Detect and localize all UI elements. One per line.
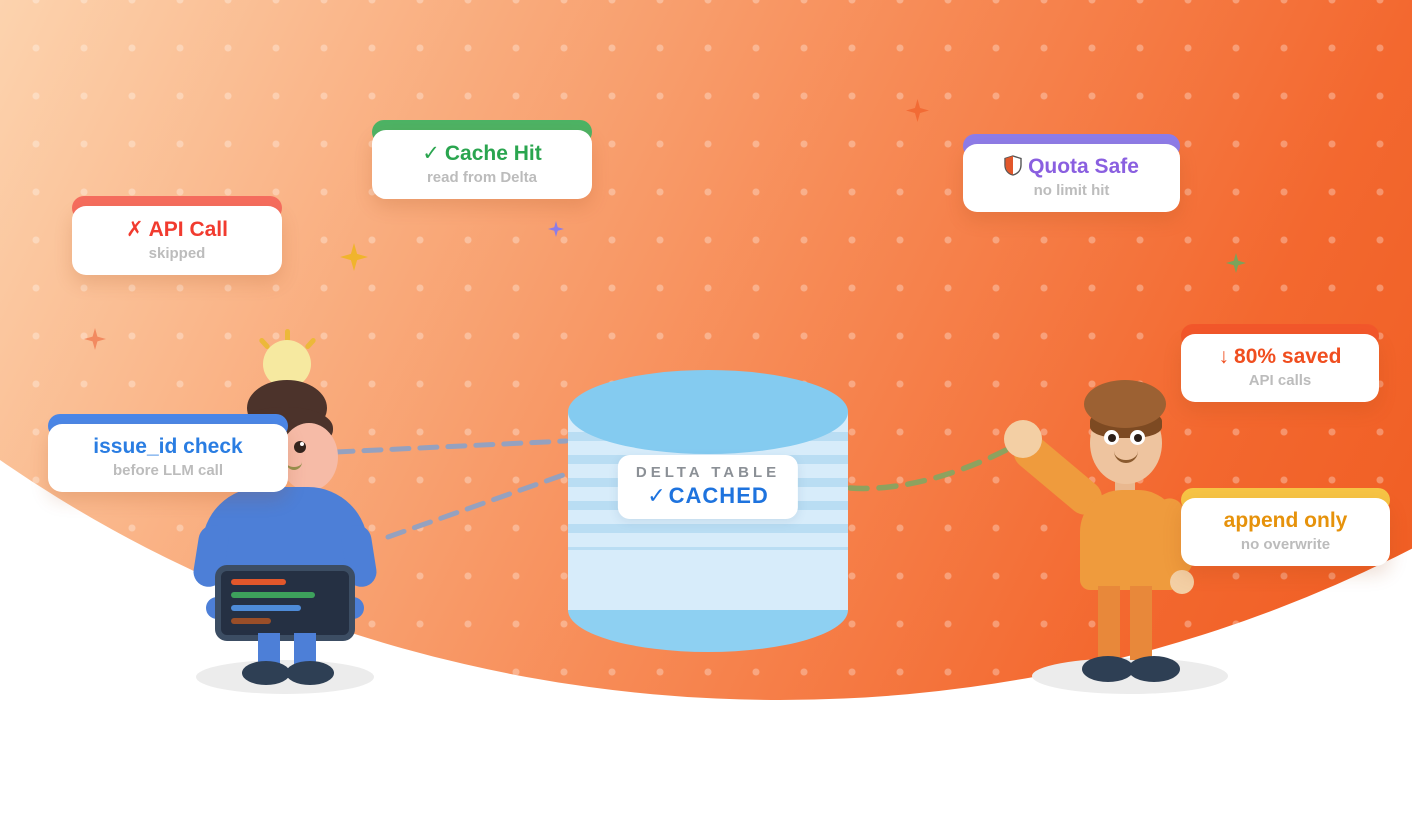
lightbulb-ray-icon [285, 329, 290, 342]
hand [1170, 570, 1194, 594]
card-subtitle: skipped [148, 245, 206, 262]
card-title: Quota Safe [969, 155, 1174, 179]
cached-text: CACHED [668, 483, 769, 508]
shield-icon [1004, 155, 1022, 176]
delta-table-label: DELTA TABLE ✓CACHED [617, 455, 799, 519]
leg [258, 633, 280, 667]
check-icon: ✓ [647, 483, 667, 508]
cylinder-top [568, 370, 848, 454]
lightbulb-ray-icon [304, 336, 317, 351]
shoe [1128, 656, 1180, 682]
eye [294, 441, 306, 453]
card-issue-id-check: issue_id check before LLM call [48, 414, 288, 492]
leg [1130, 586, 1152, 660]
card-title: ✓Cache Hit [422, 142, 542, 165]
waving-character [998, 378, 1228, 690]
down-arrow-icon: ↓ [1218, 345, 1230, 368]
shoe [1082, 656, 1134, 682]
delta-table-database: DELTA TABLE ✓CACHED [568, 370, 848, 655]
beret-hat [1084, 380, 1166, 428]
card-subtitle: read from Delta [426, 169, 538, 186]
smile [1114, 446, 1138, 463]
delta-table-title: DELTA TABLE [635, 464, 781, 481]
card-api-call: ✗API Call skipped [72, 196, 282, 275]
card-subtitle: before LLM call [112, 462, 224, 479]
laptop-icon [215, 565, 355, 641]
card-subtitle: API calls [1248, 372, 1312, 389]
code-line [231, 592, 315, 598]
card-cache-hit: ✓Cache Hit read from Delta [372, 120, 592, 199]
leg [294, 633, 316, 667]
shoe [286, 661, 334, 685]
card-append-only: append only no overwrite [1181, 488, 1390, 566]
leg [1098, 586, 1120, 660]
eye [1104, 430, 1119, 445]
code-line [231, 579, 286, 585]
card-quota-safe: Quota Safe no limit hit [963, 134, 1180, 212]
card-title: ✗API Call [126, 218, 228, 241]
card-subtitle: no limit hit [1033, 182, 1110, 199]
card-title: append only [1223, 509, 1348, 532]
code-line [231, 605, 301, 611]
eye [1130, 430, 1145, 445]
shoe [242, 661, 290, 685]
cross-icon: ✗ [126, 218, 144, 241]
developer-character [190, 329, 390, 687]
cached-status: ✓CACHED [636, 483, 780, 509]
card-subtitle: no overwrite [1240, 536, 1331, 553]
card-80-saved: ↓80% saved API calls [1181, 324, 1379, 402]
card-title: issue_id check [93, 435, 243, 458]
raised-hand [1004, 420, 1042, 458]
smile [286, 455, 302, 470]
check-icon: ✓ [422, 142, 440, 165]
code-line [231, 618, 271, 624]
card-title: ↓80% saved [1218, 345, 1342, 368]
